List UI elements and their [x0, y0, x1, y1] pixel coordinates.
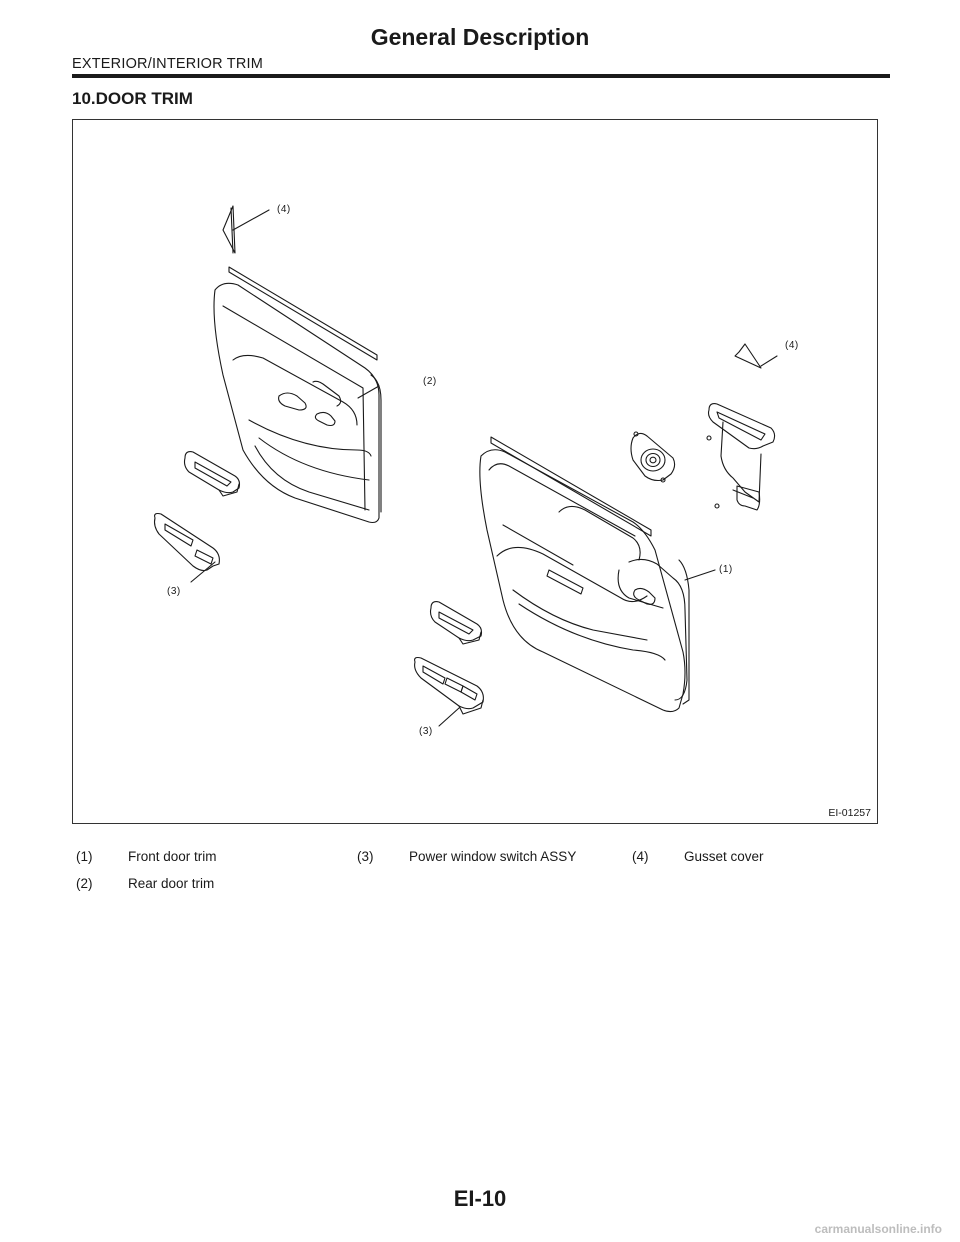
front-weatherstrip-drawing [490, 436, 652, 537]
front-window-switch-drawing [414, 656, 484, 715]
page-title: General Description [370, 24, 590, 50]
legend-number: (4) [632, 849, 649, 864]
callout-line-3-left [190, 561, 216, 583]
figure-id: EI-01257 [828, 807, 871, 819]
section-label: EXTERIOR/INTERIOR TRIM [72, 56, 264, 72]
callout-4-top: (4) [277, 204, 291, 215]
inner-bracket-drawing [706, 403, 776, 511]
callout-2: (2) [423, 376, 437, 387]
speaker-drawing [630, 431, 676, 483]
callout-3-left: (3) [167, 586, 181, 597]
legend-text: Rear door trim [128, 876, 215, 891]
callout-line-4-top [232, 209, 270, 231]
legend-text: Power window switch ASSY [409, 849, 577, 864]
rear-pull-handle-drawing [183, 451, 241, 497]
page-number: EI-10 [453, 1186, 507, 1211]
callout-line-3-bottom [438, 707, 460, 727]
legend-number: (1) [76, 849, 93, 864]
rear-weatherstrip-drawing [228, 266, 378, 361]
front-pull-handle-drawing [429, 601, 483, 645]
section-heading: 10.DOOR TRIM [72, 89, 193, 108]
callout-3-bottom: (3) [419, 726, 433, 737]
front-door-trim-drawing [479, 449, 690, 713]
callout-line-4-right [760, 355, 778, 367]
gusset-cover-right-drawing [734, 343, 762, 369]
figure-frame: (4) (2) (4) (1) (3) (3) EI-01257 [72, 119, 878, 824]
header-rule [72, 74, 890, 78]
door-trim-illustration [153, 205, 778, 727]
legend-number: (2) [76, 876, 93, 891]
callout-4-right: (4) [785, 340, 799, 351]
legend-text: Gusset cover [684, 849, 764, 864]
rear-window-switch-drawing [153, 512, 220, 572]
callout-line-2 [357, 385, 380, 399]
callout-line-1 [684, 569, 716, 581]
legend-text: Front door trim [128, 849, 217, 864]
callout-1: (1) [719, 564, 733, 575]
legend-number: (3) [357, 849, 374, 864]
watermark: carmanualsonline.info [814, 1222, 942, 1236]
